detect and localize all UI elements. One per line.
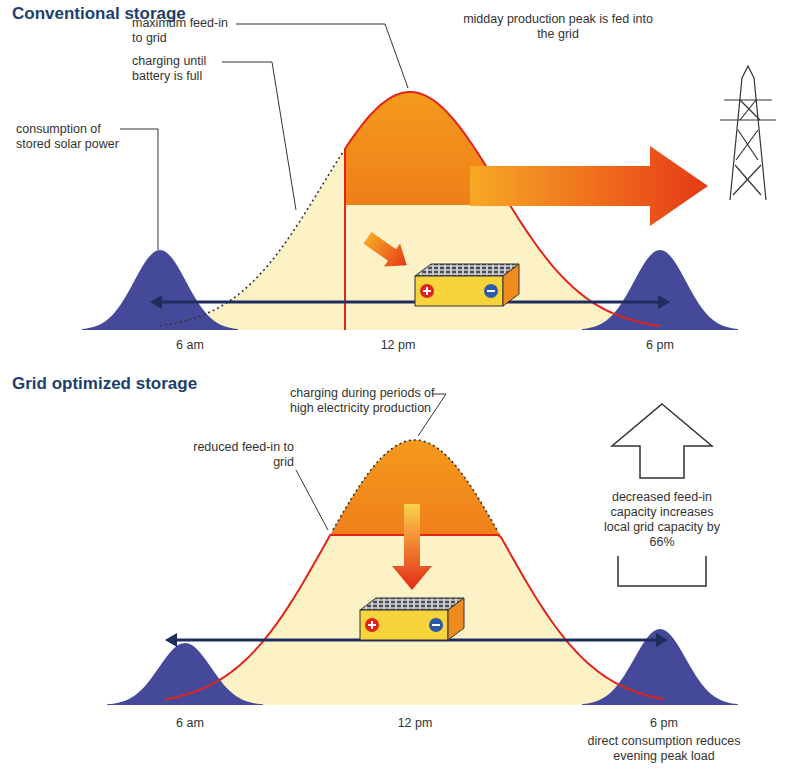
callout-text: charging until battery is full	[132, 54, 224, 84]
arrowhead	[658, 295, 670, 309]
production-area	[165, 440, 665, 705]
power-pylon	[720, 66, 776, 200]
section-title: Grid optimized storage	[12, 374, 197, 394]
time-axis	[150, 295, 670, 647]
callout-text: charging during periods of high electric…	[290, 386, 440, 416]
curves	[82, 92, 738, 705]
time-arrow	[158, 301, 662, 304]
feed-in-outline	[345, 92, 660, 330]
callout-text: maximum feed-in to grid	[132, 16, 232, 46]
callout-text: reduced feed-in to grid	[192, 440, 294, 470]
battery	[360, 598, 464, 640]
note-text: direct consumption reduces evening peak …	[576, 734, 752, 764]
time-label: 12 pm	[385, 716, 445, 731]
note-text: decreased feed-in capacity increases loc…	[603, 490, 721, 550]
time-label: 12 pm	[368, 338, 428, 353]
time-label: 6 am	[160, 338, 220, 353]
capacity-arrow	[612, 404, 712, 478]
feed-in-arrow	[470, 146, 708, 226]
storage-arrow	[392, 504, 432, 590]
callout-text: midday production peak is fed into the g…	[456, 12, 660, 42]
arrowhead	[165, 633, 177, 647]
time-label: 6 pm	[630, 338, 690, 353]
time-label: 6 pm	[634, 716, 694, 731]
consumption-hump	[582, 250, 738, 330]
production-area	[160, 92, 660, 330]
battery	[415, 264, 519, 306]
charge-arrow	[359, 226, 414, 276]
arrowhead	[656, 633, 668, 647]
leader-lines	[120, 24, 446, 530]
bracket	[618, 556, 706, 586]
time-label: 6 am	[160, 716, 220, 731]
dotted-curve	[160, 152, 343, 326]
arrowhead	[150, 295, 162, 309]
callout-text: consumption of stored solar power	[16, 122, 120, 152]
consumption-hump	[82, 250, 238, 330]
